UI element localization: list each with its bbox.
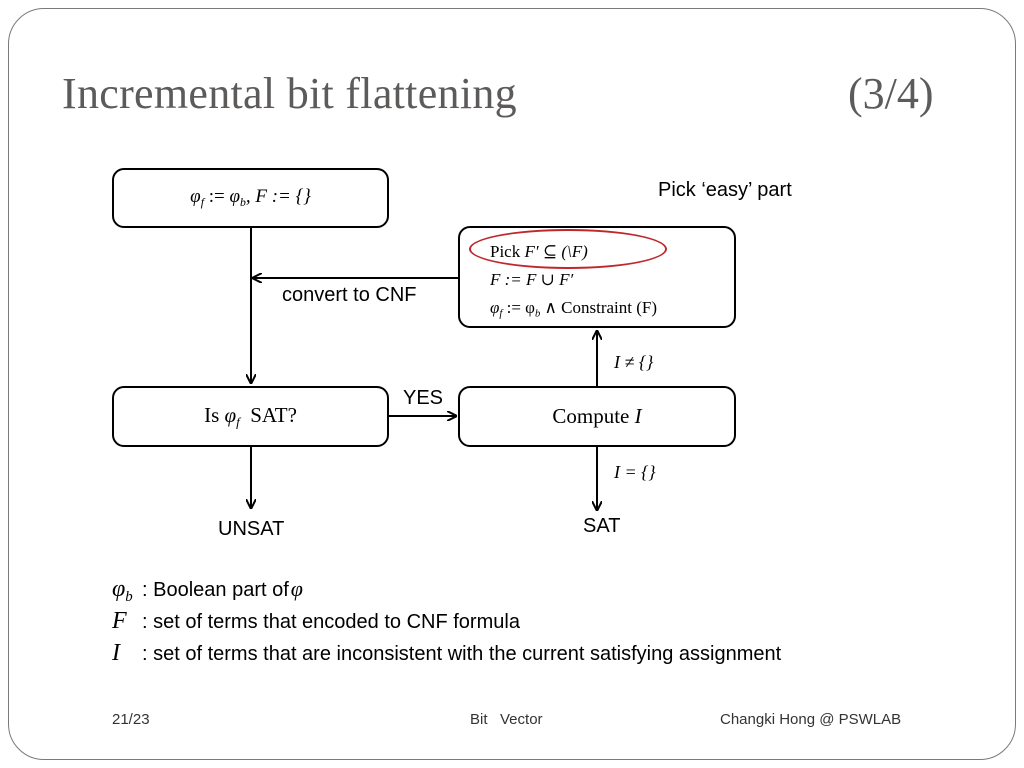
phi-symbol: φ bbox=[290, 576, 303, 601]
legend-text: : set of terms that are inconsistent wit… bbox=[142, 643, 782, 665]
assign-expr: := φ bbox=[502, 298, 535, 317]
slide-frame bbox=[8, 8, 1016, 760]
pick-easy-label: Pick ‘easy’ part bbox=[658, 179, 792, 201]
phi-symbol: φ bbox=[229, 185, 240, 207]
phi-symbol: φ bbox=[490, 298, 500, 317]
pick-box: Pick F′ ⊆ (\F) F := F ∪ F′ φf := φb ∧ Co… bbox=[458, 226, 736, 328]
footer-topic: Bit Vector bbox=[470, 711, 543, 728]
is-prefix: Is bbox=[204, 402, 225, 427]
legend-row-i: I : set of terms that are inconsistent w… bbox=[112, 640, 781, 672]
unsat-label: UNSAT bbox=[218, 518, 285, 540]
legend: φb : Boolean part of φ F : set of terms … bbox=[112, 576, 781, 672]
phi-symbol: φ bbox=[190, 185, 201, 207]
pick-line-2: F := F ∪ F′ bbox=[490, 266, 734, 294]
sub-f: f bbox=[236, 414, 240, 430]
legend-text: : Boolean part of bbox=[142, 579, 289, 601]
legend-row-f: F : set of terms that encoded to CNF for… bbox=[112, 608, 781, 640]
init-box: φf := φb, F := {} bbox=[112, 168, 389, 228]
sat-suffix: SAT? bbox=[239, 402, 297, 427]
legend-symbol: φb bbox=[112, 576, 142, 606]
sub-f: f bbox=[200, 196, 204, 210]
legend-text: : set of terms that encoded to CNF formu… bbox=[142, 611, 520, 633]
highlight-ellipse bbox=[469, 229, 667, 269]
phi-symbol: φ bbox=[112, 576, 126, 602]
sub-b: b bbox=[534, 308, 541, 320]
footer-page-number: 21/23 bbox=[112, 711, 150, 728]
footer-author: Changki Hong @ PSWLAB bbox=[720, 711, 902, 728]
phi-symbol: φ bbox=[224, 402, 237, 427]
pick-line-3: φf := φb ∧ Constraint (F) bbox=[490, 294, 734, 329]
i-empty-label: I = {} bbox=[614, 462, 656, 482]
sub-b: b bbox=[125, 589, 133, 606]
sat-check-text: Is φf SAT? bbox=[204, 403, 297, 431]
assign-op: := bbox=[203, 185, 230, 207]
union-expr: F := F ∪ F′ bbox=[490, 270, 574, 289]
legend-symbol: F bbox=[112, 608, 127, 634]
compute-box: Compute I bbox=[458, 386, 736, 447]
var-i: I bbox=[634, 404, 642, 428]
sat-check-box: Is φf SAT? bbox=[112, 386, 389, 447]
sat-label: SAT bbox=[583, 515, 621, 537]
convert-cnf-label: convert to CNF bbox=[282, 284, 417, 306]
sub-b: b bbox=[239, 196, 246, 210]
slide-page-indicator: (3/4) bbox=[848, 69, 934, 118]
legend-row-phi-b: φb : Boolean part of φ bbox=[112, 576, 781, 608]
sub-f: f bbox=[499, 308, 503, 320]
yes-label: YES bbox=[403, 387, 444, 409]
slide-title: Incremental bit flattening bbox=[62, 69, 517, 118]
constraint-expr: ∧ Constraint (F) bbox=[540, 298, 658, 317]
init-rest: , F := {} bbox=[245, 185, 311, 207]
init-formula: φf := φb, F := {} bbox=[190, 186, 311, 210]
i-not-empty-label: I ≠ {} bbox=[614, 352, 654, 372]
compute-prefix: Compute bbox=[552, 404, 635, 428]
legend-symbol: I bbox=[112, 640, 120, 666]
compute-text: Compute I bbox=[552, 404, 641, 429]
